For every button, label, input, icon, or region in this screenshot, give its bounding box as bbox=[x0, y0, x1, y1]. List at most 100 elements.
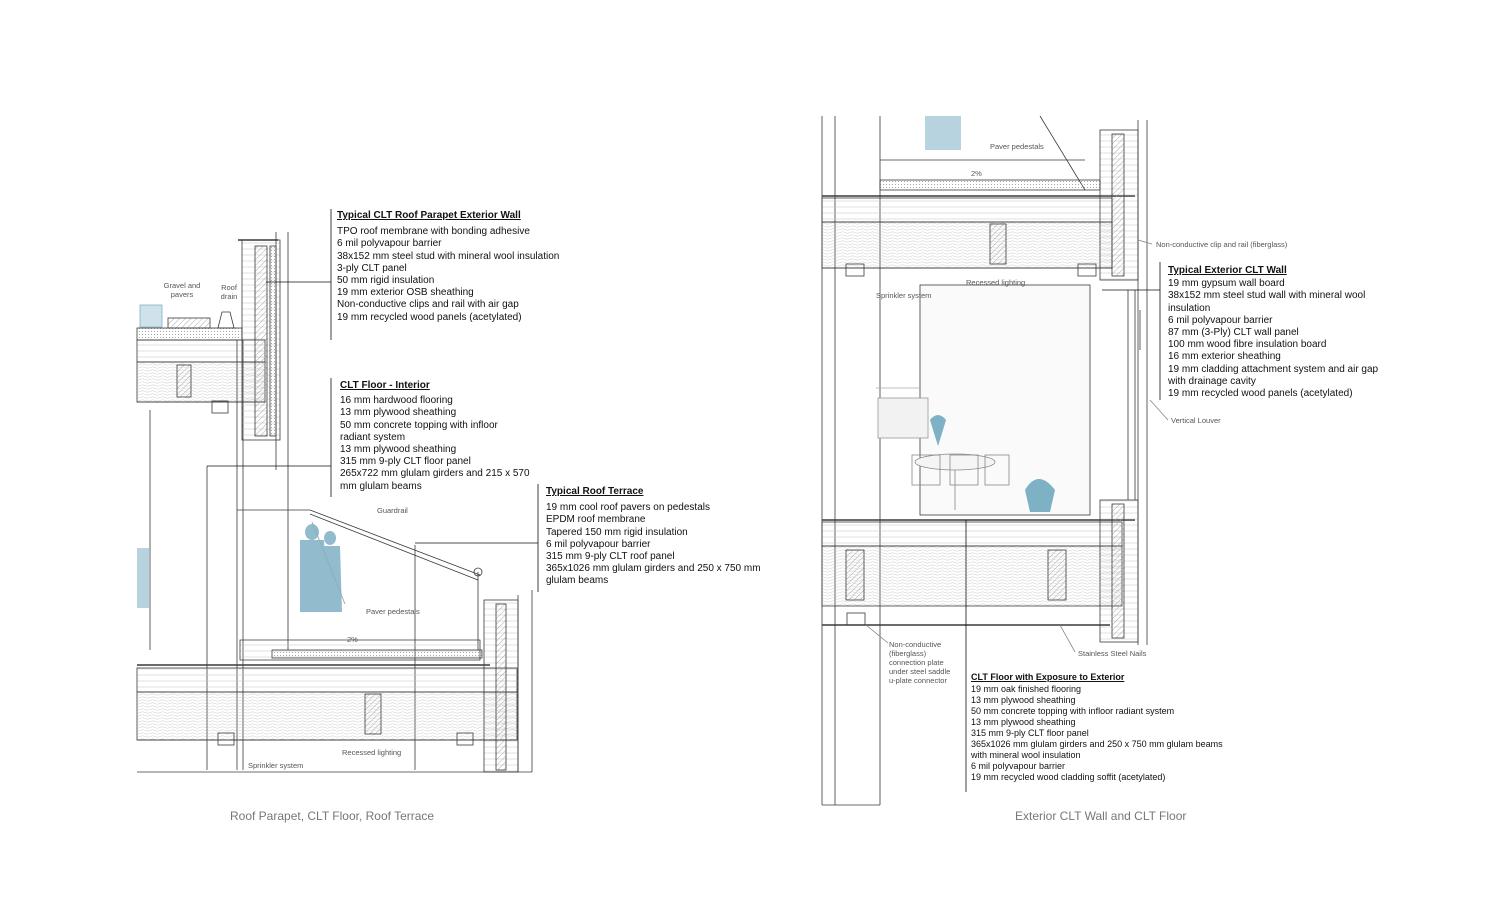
annotation-clt-floor-interior: CLT Floor - Interior 16 mm hardwood floo… bbox=[340, 380, 530, 493]
left-leader-lines bbox=[207, 209, 539, 592]
annotation-roof-parapet: Typical CLT Roof Parapet Exterior Wall T… bbox=[337, 210, 559, 324]
label-guardrail: Guardrail bbox=[377, 506, 408, 515]
annotation-line: with drainage cavity bbox=[1168, 375, 1256, 387]
exterior-floor-slab bbox=[821, 521, 1123, 547]
sprinkler-box bbox=[211, 400, 229, 414]
annotation-line: 19 mm cladding attachment system and air… bbox=[1168, 363, 1379, 375]
annotation-clt-floor-exterior: CLT Floor with Exposure to Exterior 19 m… bbox=[971, 672, 1223, 783]
label-roof-drain: Roof drain bbox=[220, 283, 238, 301]
annotation-line: insulation bbox=[1168, 302, 1211, 314]
annotation-line: glulam beams bbox=[546, 575, 609, 587]
plant-corner bbox=[1025, 479, 1055, 512]
upper-beam-zone bbox=[821, 221, 1113, 269]
annotation-line: radiant system bbox=[340, 431, 406, 443]
upper-figures bbox=[925, 116, 961, 150]
label-connection-plate: Non-conductive (fiberglass) connection p… bbox=[889, 640, 951, 685]
annotation-exterior-clt-wall: Typical Exterior CLT Wall 19 mm gypsum w… bbox=[1168, 265, 1378, 400]
label-sprinkler-right: Sprinkler system bbox=[876, 291, 932, 300]
label-recessed-lighting: Recessed lighting bbox=[342, 748, 402, 757]
label-paver-pedestals-right: Paver pedestals bbox=[990, 142, 1044, 151]
caption-left: Roof Parapet, CLT Floor, Roof Terrace bbox=[230, 809, 435, 823]
annotation-line: EPDM roof membrane bbox=[546, 514, 646, 526]
annotation-line: 38x152 mm steel stud with mineral wool i… bbox=[337, 250, 560, 262]
annotation-line: 19 mm cool roof pavers on pedestals bbox=[546, 502, 710, 514]
annotation-line: 13 mm plywood sheathing bbox=[340, 444, 457, 456]
annotation-line: 19 mm exterior OSB sheathing bbox=[337, 287, 474, 299]
annotation-line: 13 mm plywood sheathing bbox=[971, 717, 1076, 727]
annotation-line: 365x1026 mm glulam girders and 250 x 750… bbox=[971, 739, 1223, 749]
annotation-title: CLT Floor with Exposure to Exterior bbox=[971, 672, 1125, 682]
annotation-line: 13 mm plywood sheathing bbox=[340, 407, 457, 419]
annotation-line: 6 mil polyvapour barrier bbox=[971, 761, 1066, 771]
upper-slab bbox=[821, 197, 1113, 223]
terrace-pavers bbox=[271, 649, 483, 659]
label-clip-rail: Non-conductive clip and rail (fiberglass… bbox=[1156, 240, 1288, 249]
roof-drain bbox=[217, 311, 235, 329]
label-gravel-pavers: Gravel and pavers bbox=[163, 281, 201, 299]
plant-planter bbox=[139, 304, 163, 328]
gravel-pavers bbox=[136, 327, 243, 341]
left-section-drawing bbox=[136, 209, 539, 773]
label-slope-right: 2% bbox=[971, 169, 982, 178]
annotation-line: 365x1026 mm glulam girders and 250 x 750… bbox=[546, 563, 761, 575]
annotation-line: 38x152 mm steel stud wall with mineral w… bbox=[1168, 290, 1366, 302]
upper-pavers bbox=[879, 179, 1101, 191]
right-section-drawing bbox=[821, 115, 1169, 806]
pavers bbox=[167, 317, 211, 329]
annotation-title: Typical Exterior CLT Wall bbox=[1168, 265, 1287, 276]
terrace-beam-zone bbox=[136, 691, 518, 741]
label-vertical-louver: Vertical Louver bbox=[1171, 416, 1221, 425]
annotation-line: 87 mm (3-Ply) CLT wall panel bbox=[1168, 327, 1299, 339]
annotation-line: 13 mm plywood sheathing bbox=[971, 695, 1076, 705]
annotation-line: Tapered 150 mm rigid insulation bbox=[546, 526, 688, 538]
sprinkler-box-3 bbox=[456, 732, 474, 746]
annotation-line: 6 mil polyvapour barrier bbox=[546, 538, 651, 550]
annotation-line: 16 mm exterior sheathing bbox=[1168, 351, 1281, 363]
annotation-line: with mineral wool insulation bbox=[971, 750, 1081, 760]
annotation-line: TPO roof membrane with bonding adhesive bbox=[337, 226, 530, 238]
annotation-title: CLT Floor - Interior bbox=[340, 380, 430, 391]
annotation-line: 3-ply CLT panel bbox=[337, 262, 407, 274]
annotation-line: 315 mm 9-ply CLT floor panel bbox=[340, 456, 471, 468]
label-recessed-lighting-right: Recessed lighting bbox=[966, 278, 1026, 287]
annotation-line: 50 mm rigid insulation bbox=[337, 275, 435, 287]
annotation-line: 19 mm recycled wood panels (acetylated) bbox=[337, 311, 522, 323]
interior-room bbox=[919, 284, 1091, 516]
terrace-glulam bbox=[364, 693, 382, 735]
annotation-line: 6 mil polyvapour barrier bbox=[1168, 314, 1273, 326]
people-figures bbox=[300, 524, 342, 612]
right-leader-lines bbox=[865, 239, 1169, 792]
annotation-line: mm glulam beams bbox=[340, 480, 422, 492]
plant-interior bbox=[930, 415, 946, 446]
annotation-line: 50 mm concrete topping with infloor bbox=[340, 419, 498, 431]
clt-parapet bbox=[254, 245, 268, 437]
label-slope: 2% bbox=[347, 635, 358, 644]
glulam-beam bbox=[176, 364, 192, 398]
annotation-roof-terrace: Typical Roof Terrace 19 mm cool roof pav… bbox=[546, 486, 761, 588]
annotation-title: Typical CLT Roof Parapet Exterior Wall bbox=[337, 210, 521, 221]
annotation-line: 19 mm gypsum wall board bbox=[1168, 278, 1285, 290]
annotation-line: 19 mm recycled wood cladding soffit (ace… bbox=[971, 772, 1166, 782]
annotation-line: 100 mm wood fibre insulation board bbox=[1168, 339, 1327, 351]
annotation-line: Non-conductive clips and rail with air g… bbox=[337, 299, 519, 311]
sprinkler-box-2 bbox=[217, 732, 235, 746]
label-paver-pedestals: Paver pedestals bbox=[366, 607, 420, 616]
annotation-title: Typical Roof Terrace bbox=[546, 486, 644, 497]
parapet-insulation bbox=[269, 245, 277, 437]
guardrail-top bbox=[309, 509, 481, 576]
annotation-line: 315 mm 9-ply CLT floor panel bbox=[971, 728, 1089, 738]
figure-fragment bbox=[137, 548, 149, 608]
annotation-line: 16 mm hardwood flooring bbox=[340, 395, 453, 407]
annotation-line: 6 mil polyvapour barrier bbox=[337, 238, 442, 250]
caption-right: Exterior CLT Wall and CLT Floor bbox=[1015, 809, 1187, 823]
annotation-line: 19 mm oak finished flooring bbox=[971, 684, 1082, 694]
terrace-slab bbox=[136, 667, 518, 693]
label-stainless-nails: Stainless Steel Nails bbox=[1078, 649, 1147, 658]
annotation-line: 315 mm 9-ply CLT roof panel bbox=[546, 551, 675, 563]
label-sprinkler-system: Sprinkler system bbox=[248, 761, 304, 770]
annotation-line: 265x722 mm glulam girders and 215 x 570 bbox=[340, 468, 530, 480]
dining-set bbox=[911, 453, 1010, 510]
sofa bbox=[877, 397, 929, 439]
annotation-line: 19 mm recycled wood panels (acetylated) bbox=[1168, 388, 1353, 400]
